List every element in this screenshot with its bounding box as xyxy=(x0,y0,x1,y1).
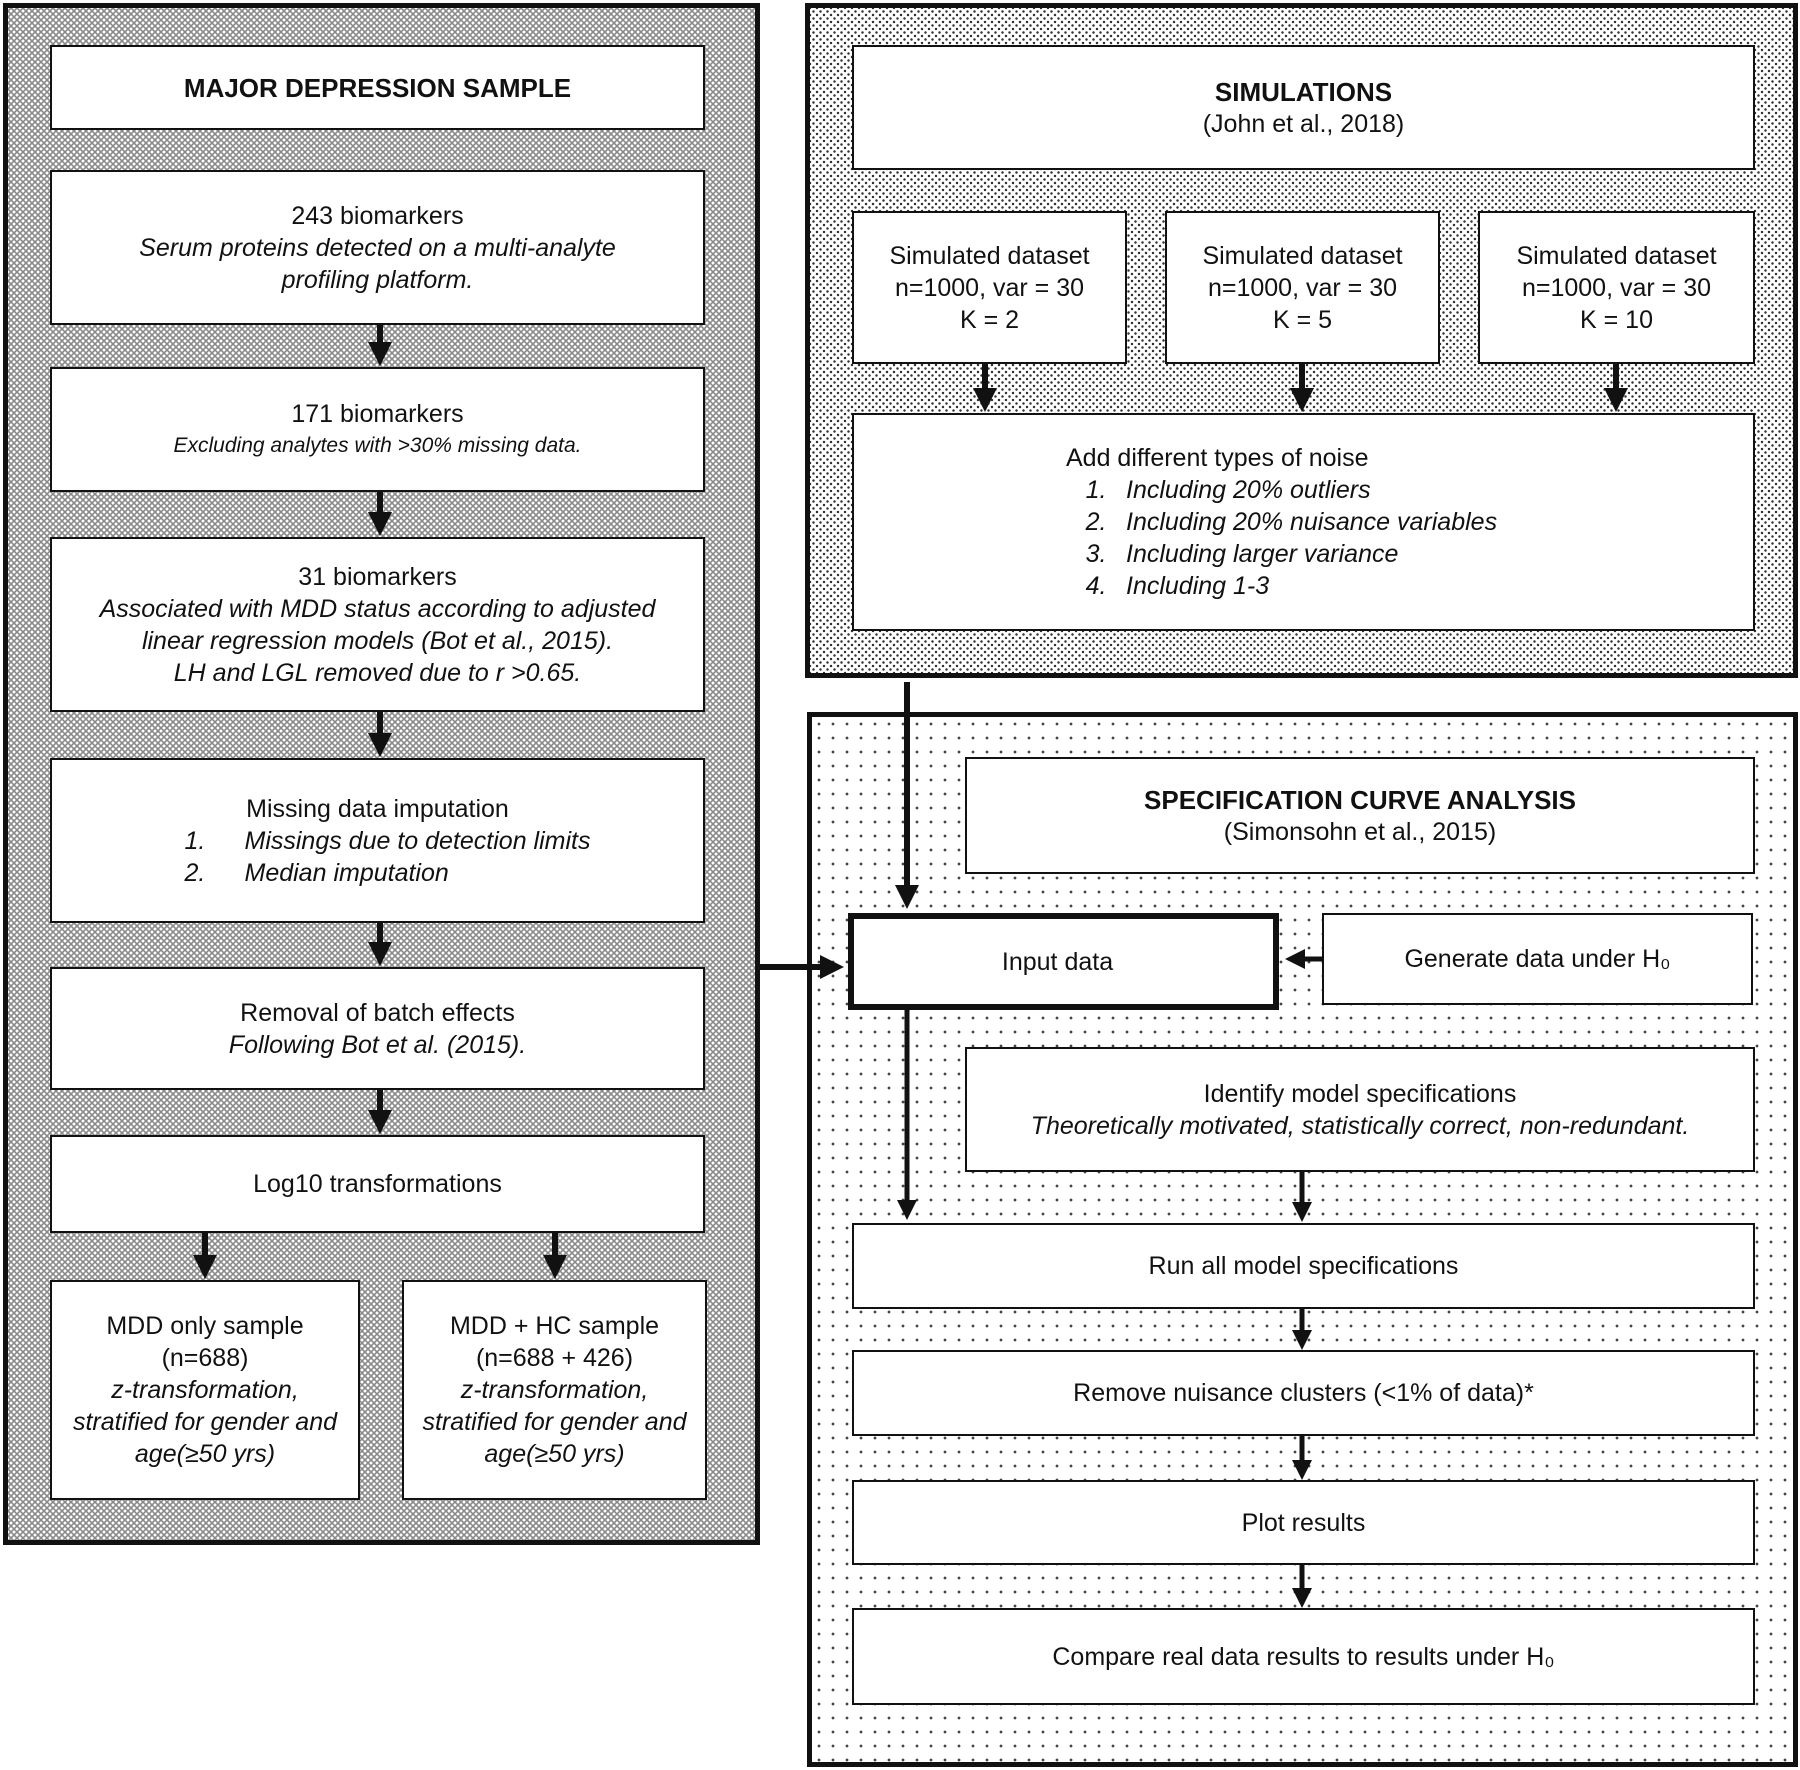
compare-results-box: Compare real data results to results und… xyxy=(852,1608,1755,1705)
major-depression-title: MAJOR DEPRESSION SAMPLE xyxy=(183,72,572,103)
simulated-dataset-k10: Simulated dataset n=1000, var = 30 K = 1… xyxy=(1478,211,1755,364)
compare-results-label: Compare real data results to results und… xyxy=(1052,1642,1555,1671)
generate-data-box: Generate data under H₀ xyxy=(1322,913,1753,1005)
mdd-hc-title: MDD + HC sample xyxy=(449,1312,660,1340)
mdd-hc-n: (n=688 + 426) xyxy=(475,1344,634,1372)
mdd-only-desc: z-transformation, stratified for gender … xyxy=(72,1376,338,1468)
simulations-title: SIMULATIONS xyxy=(1214,76,1393,107)
noise-item: 4.Including 1-3 xyxy=(1085,572,1270,600)
major-depression-title-box: MAJOR DEPRESSION SAMPLE xyxy=(50,45,705,130)
dataset-title: Simulated dataset xyxy=(889,241,1090,270)
dataset-params: n=1000, var = 30 xyxy=(1207,273,1398,302)
noise-item: 1.Including 20% outliers xyxy=(1085,476,1371,504)
biomarkers-31-desc2: LH and LGL removed due to r >0.65. xyxy=(173,658,582,687)
mdd-hc-desc: z-transformation, stratified for gender … xyxy=(422,1376,687,1468)
batch-effects-desc: Following Bot et al. (2015). xyxy=(228,1030,527,1059)
biomarkers-31-desc: Associated with MDD status according to … xyxy=(99,594,656,655)
sca-ref: (Simonsohn et al., 2015) xyxy=(1223,817,1497,846)
noise-title: Add different types of noise xyxy=(1066,444,1369,472)
simulated-dataset-k5: Simulated dataset n=1000, var = 30 K = 5 xyxy=(1165,211,1440,364)
dataset-k: K = 2 xyxy=(959,305,1020,334)
run-specs-label: Run all model specifications xyxy=(1148,1252,1459,1280)
dataset-k: K = 10 xyxy=(1580,305,1653,334)
imputation-item: 2.Median imputation xyxy=(184,858,449,887)
batch-effects-title: Removal of batch effects xyxy=(240,998,515,1027)
noise-box: Add different types of noise 1.Including… xyxy=(852,413,1755,631)
input-data-box: Input data xyxy=(848,913,1279,1010)
identify-specs-desc: Theoretically motivated, statistically c… xyxy=(1030,1111,1690,1140)
dataset-k: K = 5 xyxy=(1272,305,1333,334)
log10-box: Log10 transformations xyxy=(50,1135,705,1233)
mdd-only-title: MDD only sample xyxy=(106,1312,304,1340)
batch-effects-box: Removal of batch effects Following Bot e… xyxy=(50,967,705,1090)
biomarkers-243-title: 243 biomarkers xyxy=(291,201,464,230)
simulations-ref: (John et al., 2018) xyxy=(1202,109,1405,138)
mdd-only-box: MDD only sample (n=688) z-transformation… xyxy=(50,1280,360,1500)
identify-specs-title: Identify model specifications xyxy=(1203,1079,1517,1108)
simulations-title-box: SIMULATIONS (John et al., 2018) xyxy=(852,45,1755,170)
imputation-item: 1.Missings due to detection limits xyxy=(184,826,591,855)
dataset-title: Simulated dataset xyxy=(1516,241,1717,270)
biomarkers-31-box: 31 biomarkers Associated with MDD status… xyxy=(50,537,705,712)
biomarkers-243-box: 243 biomarkers Serum proteins detected o… xyxy=(50,170,705,325)
sca-title: SPECIFICATION CURVE ANALYSIS xyxy=(1144,784,1576,815)
imputation-box: Missing data imputation 1.Missings due t… xyxy=(50,758,705,923)
plot-results-box: Plot results xyxy=(852,1480,1755,1565)
input-data-label: Input data xyxy=(1001,947,1114,976)
biomarkers-243-desc: Serum proteins detected on a multi-analy… xyxy=(139,233,616,294)
noise-item: 2.Including 20% nuisance variables xyxy=(1085,508,1498,536)
mdd-hc-box: MDD + HC sample (n=688 + 426) z-transfor… xyxy=(402,1280,707,1500)
biomarkers-171-desc: Excluding analytes with >30% missing dat… xyxy=(173,433,582,457)
simulated-dataset-k2: Simulated dataset n=1000, var = 30 K = 2 xyxy=(852,211,1127,364)
remove-clusters-box: Remove nuisance clusters (<1% of data)* xyxy=(852,1350,1755,1436)
run-specs-box: Run all model specifications xyxy=(852,1223,1755,1309)
plot-results-label: Plot results xyxy=(1241,1508,1366,1537)
biomarkers-171-box: 171 biomarkers Excluding analytes with >… xyxy=(50,367,705,492)
biomarkers-171-title: 171 biomarkers xyxy=(291,399,464,428)
imputation-title: Missing data imputation xyxy=(246,794,509,823)
remove-clusters-label: Remove nuisance clusters (<1% of data)* xyxy=(1073,1379,1534,1407)
dataset-title: Simulated dataset xyxy=(1202,241,1403,270)
identify-specs-box: Identify model specifications Theoretica… xyxy=(965,1047,1755,1172)
log10-title: Log10 transformations xyxy=(253,1170,502,1198)
generate-data-label: Generate data under H₀ xyxy=(1404,945,1671,973)
dataset-params: n=1000, var = 30 xyxy=(894,273,1085,302)
dataset-params: n=1000, var = 30 xyxy=(1521,273,1712,302)
biomarkers-31-title: 31 biomarkers xyxy=(298,562,457,591)
sca-title-box: SPECIFICATION CURVE ANALYSIS (Simonsohn … xyxy=(965,757,1755,874)
mdd-only-n: (n=688) xyxy=(161,1344,249,1372)
noise-item: 3.Including larger variance xyxy=(1085,540,1399,568)
